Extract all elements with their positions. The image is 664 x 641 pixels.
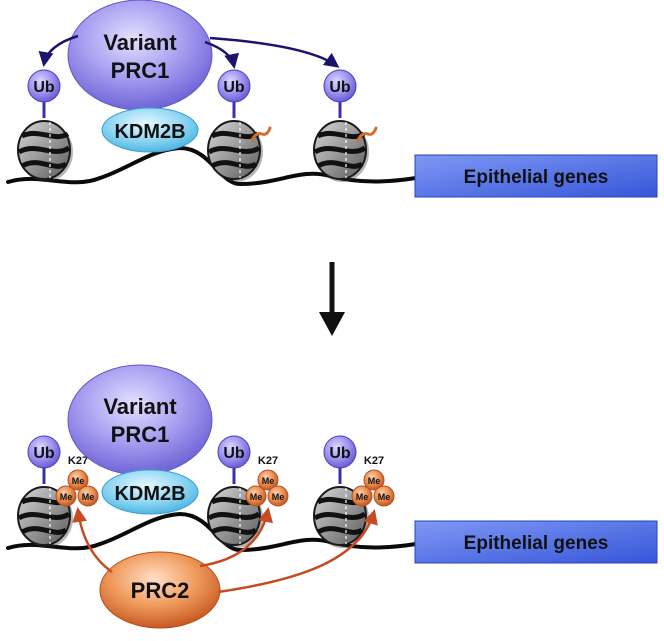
- variant-prc1-label: PRC1: [111, 58, 170, 83]
- methylation-arrow: [199, 507, 273, 568]
- nucleosome: [17, 120, 73, 182]
- transition-arrow: [319, 262, 345, 336]
- histone-tail: [250, 126, 272, 142]
- ubiquitination-arrow: [38, 34, 79, 67]
- ub-label: Ub: [223, 445, 245, 462]
- nucleosome: [207, 486, 263, 548]
- ubiquitin-mark: Ub: [217, 69, 251, 118]
- ub-label: Ub: [329, 79, 351, 96]
- methylation-arrow: [72, 507, 113, 574]
- methylation-arrow: [217, 509, 378, 594]
- kdm2b-label: KDM2B: [114, 483, 185, 505]
- ub-label: Ub: [33, 445, 55, 462]
- histone-tail: [356, 126, 378, 142]
- methyl-label: Me: [368, 476, 381, 486]
- ubiquitination-arrow: [204, 40, 239, 69]
- epithelial-genes-box: Epithelial genes: [414, 154, 658, 198]
- ub-label: Ub: [329, 445, 351, 462]
- ubiquitin-mark: Ub: [27, 435, 61, 484]
- nucleosome: [207, 120, 263, 182]
- prc2-complex: PRC2: [99, 551, 221, 629]
- variant-prc1-label: PRC1: [111, 422, 170, 447]
- nucleosome: [313, 120, 369, 182]
- epithelial-genes-box: Epithelial genes: [414, 520, 658, 564]
- gene-label: Epithelial genes: [464, 533, 609, 554]
- methyl-label: Me: [250, 492, 263, 502]
- k27-label: K27: [68, 455, 88, 467]
- methyl-label: Me: [378, 492, 391, 502]
- methyl-label: Me: [272, 492, 285, 502]
- methyl-label: Me: [72, 476, 85, 486]
- ubiquitin-mark: Ub: [323, 435, 357, 484]
- kdm2b-protein: KDM2B: [101, 469, 199, 515]
- methyl-label: Me: [262, 476, 275, 486]
- k27-label: K27: [258, 455, 278, 467]
- ub-label: Ub: [223, 79, 245, 96]
- methyl-label: Me: [60, 492, 73, 502]
- ubiquitination-arrow: [209, 36, 340, 68]
- methyl-label: Me: [82, 492, 95, 502]
- methyl-label: Me: [356, 492, 369, 502]
- variant-prc1-label: Variant: [103, 30, 177, 55]
- kdm2b-label: KDM2B: [114, 121, 185, 143]
- prc2-label: PRC2: [131, 578, 190, 603]
- k27-label: K27: [364, 455, 384, 467]
- kdm2b-protein: KDM2B: [101, 107, 199, 153]
- ub-label: Ub: [33, 79, 55, 96]
- ubiquitin-mark: Ub: [217, 435, 251, 484]
- variant-prc1-label: Variant: [103, 394, 177, 419]
- ubiquitin-mark: Ub: [323, 69, 357, 118]
- gene-label: Epithelial genes: [464, 167, 609, 188]
- ubiquitin-mark: Ub: [27, 69, 61, 118]
